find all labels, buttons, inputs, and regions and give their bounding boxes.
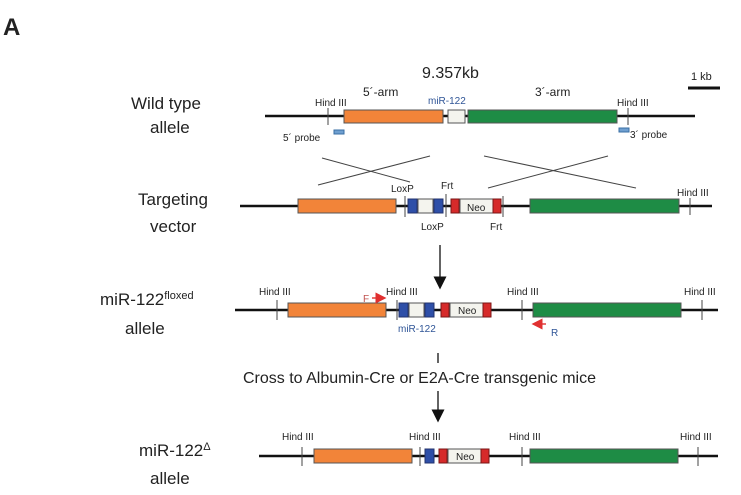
wild-type-label-line1: Wild type	[131, 94, 201, 113]
frt-site	[480, 448, 490, 464]
five-arm-block	[287, 302, 387, 318]
panel-label: A	[3, 14, 20, 41]
five-arm-block	[343, 109, 444, 124]
scale-bar-label: 1 kb	[691, 71, 712, 83]
hind3-label: Hind III	[259, 287, 291, 298]
primer-r-label: R	[551, 328, 558, 339]
five-arm-block	[297, 198, 397, 214]
loxp-site	[424, 448, 435, 464]
recombination-cross-lines	[317, 155, 637, 189]
primer-f-label: F	[363, 294, 369, 305]
hind3-label: Hind III	[409, 432, 441, 443]
five-probe-label: 5´ probe	[283, 132, 321, 144]
loxp-site	[398, 302, 409, 318]
mir122-block	[447, 109, 466, 124]
frt-site	[482, 302, 492, 318]
loxp-label: LoxP	[391, 184, 414, 195]
hind3-label: Hind III	[282, 432, 314, 443]
loxp-site	[424, 302, 435, 318]
targeting-vector: Targeting vector Hind III LoxP Frt Neo L…	[138, 181, 712, 236]
loxp-site	[433, 198, 444, 214]
three-arm-block	[529, 448, 679, 464]
wild-type-allele: Wild type allele Hind III Hind III 5´-ar…	[131, 85, 695, 144]
loxp-site	[407, 198, 418, 214]
three-arm-block	[529, 198, 680, 214]
frt-site	[438, 448, 448, 464]
mir122-block	[417, 198, 434, 214]
mir122-block	[408, 302, 425, 318]
loxp-label: LoxP	[421, 222, 444, 233]
floxed-label-line1: miR-122floxed	[100, 290, 194, 309]
construct-size-label: 9.357kb	[422, 65, 479, 82]
cross-instruction: Cross to Albumin-Cre or E2A-Cre transgen…	[243, 370, 596, 387]
five-probe-marker	[333, 129, 345, 135]
targeting-label-line1: Targeting	[138, 190, 208, 209]
neo-label: Neo	[467, 203, 486, 214]
three-arm-label: 3´-arm	[535, 85, 570, 99]
frt-label: Frt	[490, 222, 502, 233]
delta-label-line2: allele	[150, 469, 190, 488]
hind3-label: Hind III	[315, 98, 347, 109]
hind3-label: Hind III	[684, 287, 716, 298]
hind3-label: Hind III	[509, 432, 541, 443]
frt-site	[440, 302, 450, 318]
targeting-label-line2: vector	[150, 217, 197, 236]
three-arm-block	[467, 109, 618, 124]
neo-label: Neo	[456, 452, 475, 463]
delta-label-line1: miR-122Δ	[139, 441, 211, 460]
frt-label: Frt	[441, 181, 453, 192]
floxed-allele: miR-122floxed allele Hind III Hind III H…	[100, 287, 718, 339]
hind3-label: Hind III	[507, 287, 539, 298]
hind3-label: Hind III	[677, 188, 709, 199]
three-probe-marker	[618, 127, 630, 133]
five-arm-block	[313, 448, 413, 464]
hind3-label: Hind III	[617, 98, 649, 109]
hind3-label: Hind III	[386, 287, 418, 298]
frt-site	[492, 198, 502, 214]
hind3-label: Hind III	[680, 432, 712, 443]
frt-site	[450, 198, 460, 214]
five-arm-label: 5´-arm	[363, 85, 398, 99]
three-probe-label: 3´ probe	[630, 129, 668, 141]
neo-label: Neo	[458, 306, 477, 317]
mir122-label: miR-122	[428, 96, 466, 107]
floxed-label-line2: allele	[125, 319, 165, 338]
wild-type-label-line2: allele	[150, 118, 190, 137]
mir122-label: miR-122	[398, 324, 436, 335]
three-arm-block	[532, 302, 682, 318]
delta-allele: miR-122Δ allele Hind III Hind III Hind I…	[139, 432, 718, 488]
